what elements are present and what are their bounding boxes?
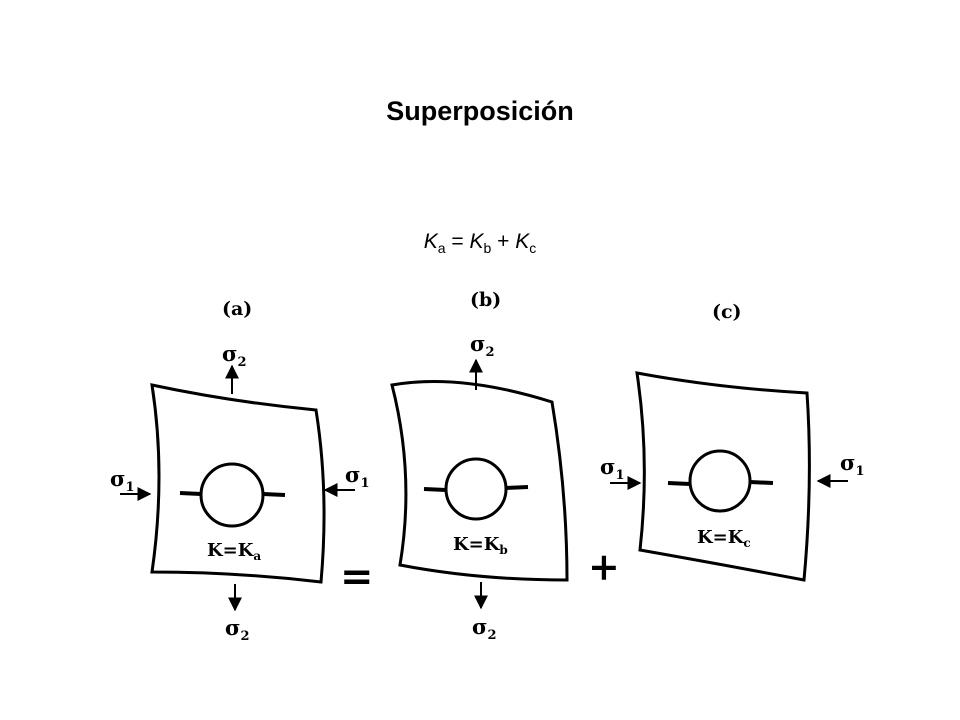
panel-b-k-label: K=Kb <box>453 534 508 557</box>
panel-a-sigma2-top: σ2 <box>222 341 247 370</box>
panel-c-sigma1-right: σ1 <box>840 450 865 479</box>
panel-c-plate <box>635 371 811 582</box>
eq-equals: = <box>451 230 464 253</box>
panel-a-crack-right <box>262 492 286 497</box>
eq-k-b-symbol: K <box>469 230 484 253</box>
panel-a-sigma1-left: σ1 <box>110 466 135 495</box>
superposition-equation: Ka = Kb + Kc <box>0 230 960 256</box>
eq-k-a-symbol: K <box>423 230 438 253</box>
panel-a-k-label: K=Ka <box>207 540 261 563</box>
eq-k-a-sub: a <box>437 240 446 257</box>
eq-k-b-sub: b <box>483 240 492 257</box>
panel-c: (c) σ1 σ1 K=Kc <box>600 301 865 582</box>
page-title: Superposición <box>386 96 574 126</box>
panel-b-sigma2-top: σ2 <box>470 331 495 360</box>
eq-k-c-symbol: K <box>515 230 530 253</box>
panel-a-sigma1-right: σ1 <box>345 462 370 491</box>
panel-a-crack-left <box>179 491 202 496</box>
panel-c-sigma1-left: σ1 <box>600 454 625 483</box>
equals-operator: = <box>340 553 374 600</box>
panel-a-plate <box>150 383 326 584</box>
panel-c-crack-right <box>749 480 774 485</box>
panel-b-label: (b) <box>470 289 501 311</box>
panel-b-plate <box>390 379 569 582</box>
panel-b-crack-right <box>505 485 529 490</box>
panel-a-sigma2-bottom: σ2 <box>225 615 250 644</box>
panel-c-label: (c) <box>712 301 742 323</box>
eq-k-c-sub: c <box>529 240 537 257</box>
panel-c-hole <box>688 449 752 513</box>
panel-b-sigma2-bottom: σ2 <box>472 614 497 643</box>
panel-c-crack-left <box>667 481 691 486</box>
eq-plus: + <box>497 230 510 253</box>
plus-operator: + <box>588 544 620 589</box>
panel-b: (b) σ2 σ2 K=Kb <box>390 289 569 643</box>
panel-b-hole <box>444 457 508 521</box>
panel-a-hole <box>199 462 265 528</box>
panel-a: (a) σ2 σ2 σ1 σ1 K=Ka <box>110 298 370 644</box>
panel-c-k-label: K=Kc <box>697 527 751 550</box>
panel-a-label: (a) <box>222 298 252 320</box>
panel-b-crack-left <box>423 487 447 492</box>
